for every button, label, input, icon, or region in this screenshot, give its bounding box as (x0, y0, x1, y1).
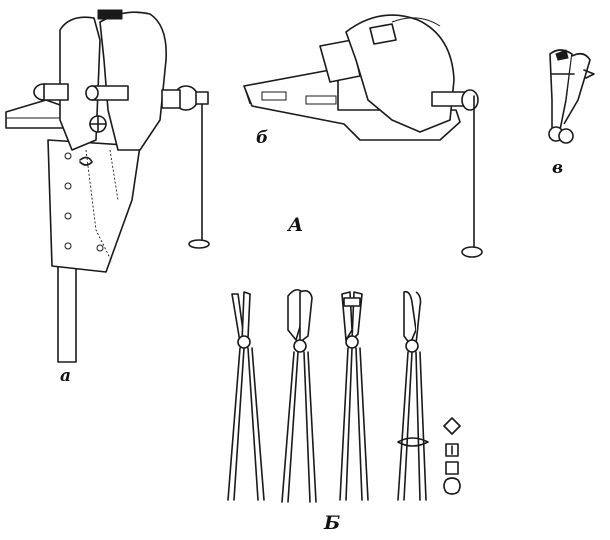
label-bench-vise: б (256, 128, 269, 148)
tongs-1-drawing (227, 291, 265, 501)
hand-vise-drawing (548, 49, 595, 144)
jaw-profiles-drawing (443, 417, 461, 495)
bench-vise-drawing (243, 14, 483, 258)
label-leg-vise: а (60, 366, 72, 386)
tongs-2-drawing (281, 288, 317, 503)
leg-vise-drawing (5, 9, 210, 363)
label-section-tongs: Б (324, 512, 341, 534)
label-hand-vise: в (552, 158, 564, 178)
tongs-4-drawing (397, 290, 429, 501)
label-section-vises: А (288, 214, 304, 236)
tongs-3-drawing (339, 291, 369, 501)
